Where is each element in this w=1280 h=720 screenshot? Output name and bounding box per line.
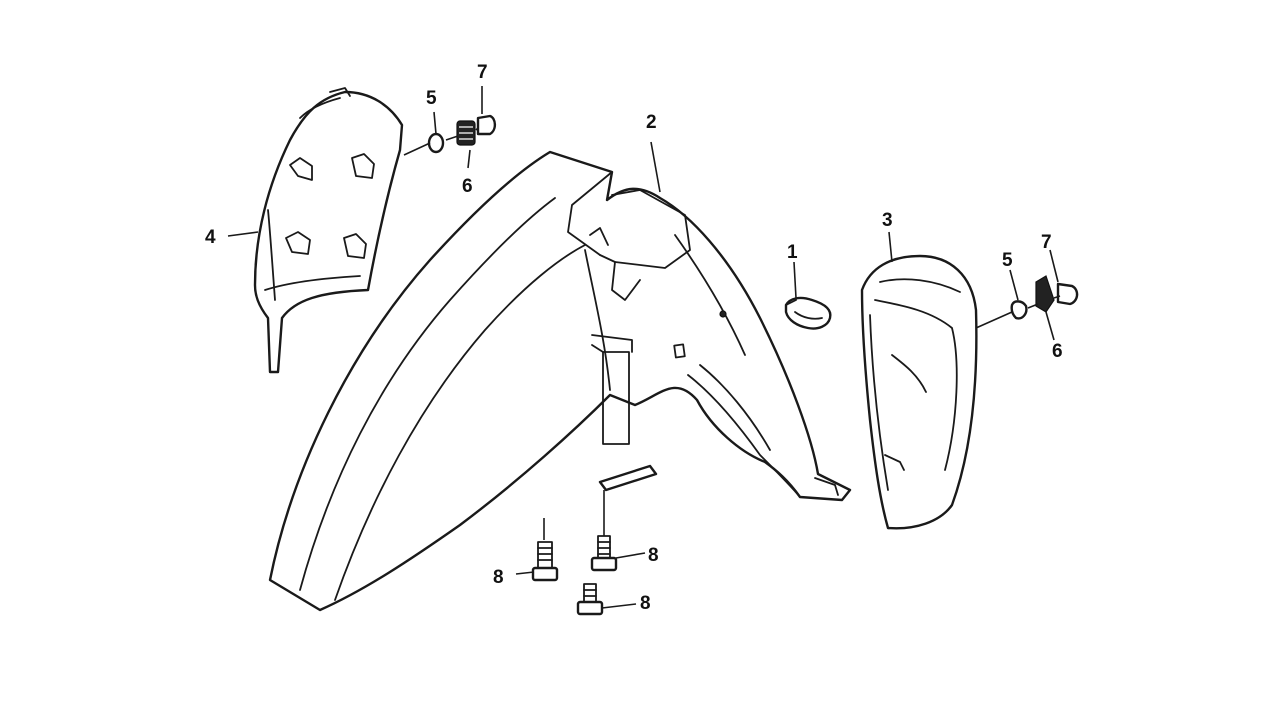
callout-3: 3 [882,210,893,231]
left-cap-part [476,114,497,136]
callout-6-left: 6 [462,176,473,197]
mounting-plate-part [598,464,658,492]
bolt-middle-part [590,535,618,572]
right-nut-part [1035,275,1055,313]
callout-8-middle: 8 [648,545,659,566]
callout-7-right: 7 [1041,232,1052,253]
callout-5-right: 5 [1002,250,1013,271]
bolt-bottom-part [576,583,604,616]
callout-labels: 1 2 3 4 5 6 7 5 6 7 8 8 8 [205,62,1063,614]
callout-6-right: 6 [1052,341,1063,362]
left-washer-part [427,132,445,154]
front-fender-part [268,150,852,612]
callout-8-bottom: 8 [640,593,651,614]
callout-8-left: 8 [493,567,504,588]
left-side-cover-part [253,87,404,374]
callout-5-left: 5 [426,88,437,109]
leader-lines [227,86,1061,609]
bolt-left-part [531,541,559,582]
right-washer-part [1010,300,1028,320]
right-side-cover-part [860,254,978,530]
clip-part [784,296,832,330]
callout-7-left: 7 [477,62,488,83]
left-nut-part [456,120,476,146]
callout-4: 4 [205,227,216,248]
callout-1: 1 [787,242,798,263]
callout-2: 2 [646,112,657,133]
right-cap-part [1056,282,1079,306]
